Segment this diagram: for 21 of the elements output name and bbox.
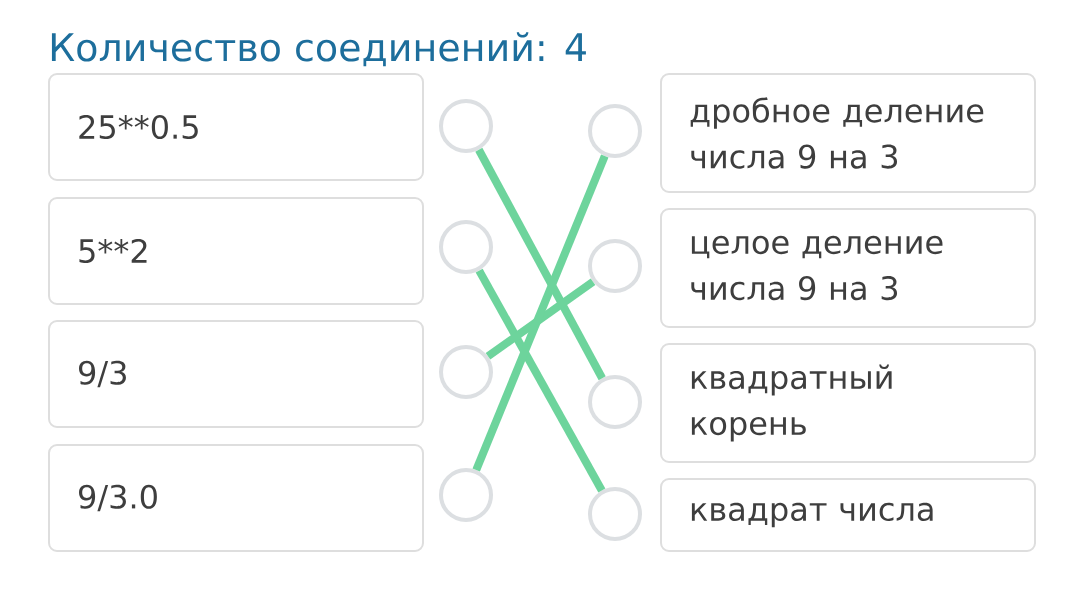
connector-line <box>475 268 606 493</box>
connection-circle <box>588 104 642 158</box>
connection-circle <box>588 375 642 429</box>
text-box: целое деление числа 9 на 3 <box>660 208 1036 328</box>
text-box: 9/3 <box>48 320 424 428</box>
title: Количество соединений: 4 <box>51 32 586 67</box>
text-box: 9/3.0 <box>48 444 424 552</box>
connector-line <box>485 278 596 360</box>
text-box: 25**0.5 <box>48 73 424 181</box>
text-box: квадратный корень <box>660 343 1036 463</box>
connection-circle <box>588 487 642 541</box>
connection-circle <box>439 99 493 153</box>
connection-circle <box>439 345 493 399</box>
connector-line <box>472 154 609 472</box>
text-box: квадрат числа <box>660 478 1036 552</box>
text-box: 5**2 <box>48 197 424 305</box>
connection-circle <box>439 220 493 274</box>
text-box: дробное деление числа 9 на 3 <box>660 73 1036 193</box>
connection-circle <box>588 239 642 293</box>
connector-line <box>475 147 606 381</box>
connection-circle <box>439 468 493 522</box>
